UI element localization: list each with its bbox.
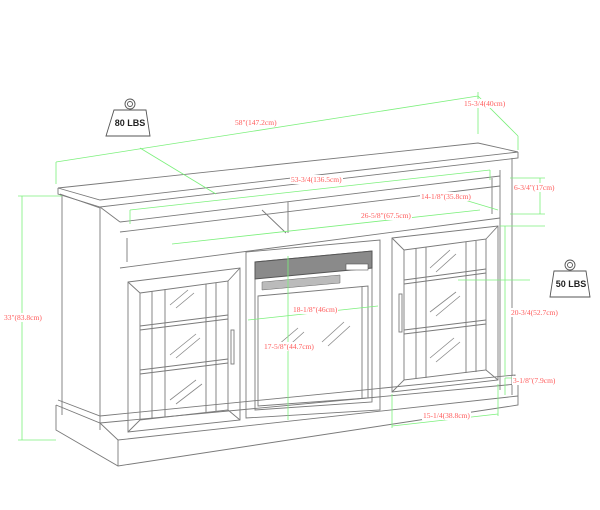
weight-icon-top	[105, 98, 151, 137]
shelf-depth-label: 14-1/8"(35.8cm)	[420, 192, 472, 201]
fireplace-control-panel	[345, 263, 369, 271]
fireplace-height-label: 17-5/8"(44.7cm)	[263, 342, 315, 351]
shelf-weight-label: 50 LBS	[555, 279, 587, 289]
top-weight-label: 80 LBS	[114, 118, 146, 128]
right-door-handle	[398, 293, 403, 333]
shelf-width-line	[171, 209, 481, 245]
base-height-label: 3-1/8"(7.9cm)	[512, 376, 557, 385]
cabinet-height-line	[500, 225, 545, 376]
cabinet-width-line	[391, 384, 499, 428]
glass-reflections	[169, 249, 461, 405]
cabinet-width-label: 15-1/4(38.8cm)	[422, 411, 471, 420]
top-weight-pointer	[139, 147, 217, 195]
left-door-handle	[230, 329, 235, 365]
weight-icon-shelf	[549, 259, 591, 298]
tv-stand-outline	[55, 142, 519, 467]
cabinet-height-label: 20-3/4(52.7cm)	[510, 308, 559, 317]
dimension-lines	[18, 92, 545, 441]
shelf-width-label: 26-5/8"(67.5cm)	[360, 211, 412, 220]
shelf-height-label: 6-3/4"(17cm)	[513, 183, 556, 192]
inner-width-line	[129, 169, 491, 211]
overall-height-label: 33"(83.8cm)	[3, 313, 43, 322]
overall-width-line	[55, 95, 479, 163]
fireplace-frame	[245, 239, 381, 419]
fireplace-width-label: 18-1/8"(46cm)	[292, 305, 339, 314]
overall-depth-label: 15-3/4(40cm)	[463, 99, 507, 108]
fireplace-vent	[254, 250, 373, 291]
inner-width-label: 53-3/4(136.5cm)	[290, 175, 343, 184]
overall-width-label: 58"(147.2cm)	[234, 118, 278, 127]
